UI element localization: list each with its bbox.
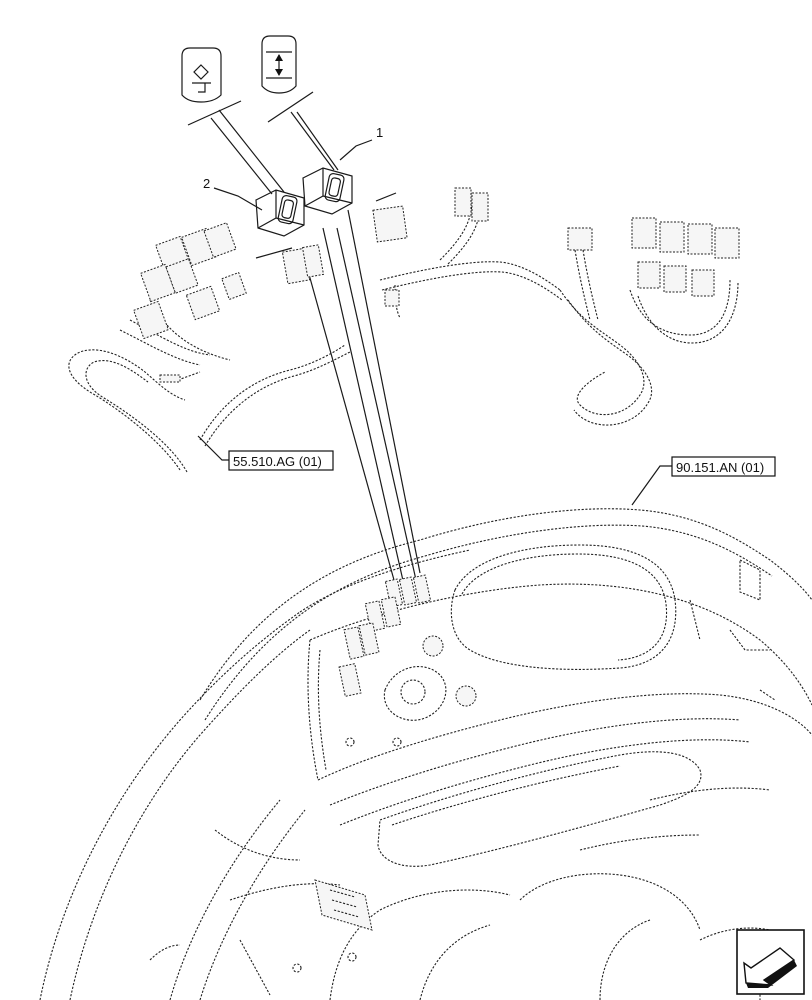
reference-left-label: 55.510.AG (01) xyxy=(233,454,322,469)
left-connector-cluster xyxy=(133,222,325,340)
reference-right-harness: 90.151.AN (01) xyxy=(631,456,776,506)
switch-symbol-a-icon xyxy=(181,47,222,103)
reference-left-harness: 55.510.AG (01) xyxy=(197,435,334,471)
switch-symbol-b-icon xyxy=(261,35,297,94)
reference-right-label: 90.151.AN (01) xyxy=(676,460,764,475)
switch-location-leaders xyxy=(304,209,421,586)
rocker-switch-2 xyxy=(255,189,305,237)
left-wiring-harness xyxy=(68,299,351,473)
navigation-arrow-icon[interactable] xyxy=(736,929,805,995)
right-connector-cluster xyxy=(372,187,740,307)
bracket-tick-left xyxy=(255,247,293,259)
callout-1: 1 xyxy=(339,125,383,161)
callout-2-label: 2 xyxy=(203,176,210,191)
callout-1-label: 1 xyxy=(376,125,383,140)
rocker-switch-1 xyxy=(302,167,353,215)
symbol-bracket-lines xyxy=(187,91,339,195)
dashboard-assembly xyxy=(39,508,812,1000)
callout-2: 2 xyxy=(203,176,263,211)
bracket-tick-right xyxy=(375,192,397,202)
right-wiring-harness xyxy=(379,204,739,426)
